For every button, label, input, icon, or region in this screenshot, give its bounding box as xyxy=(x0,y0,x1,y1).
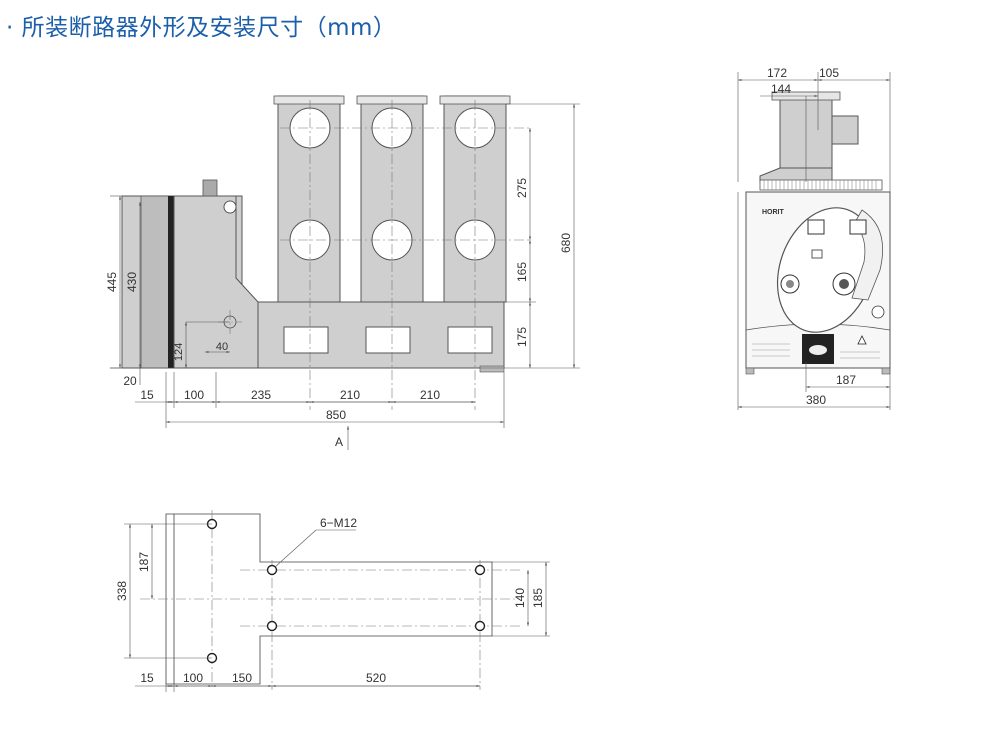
base-dim-187: 187 xyxy=(137,552,151,572)
side-dim-172: 172 xyxy=(767,66,787,80)
base-dim-520: 520 xyxy=(366,671,386,685)
front-window-1 xyxy=(283,326,329,354)
front-view-label-a: A xyxy=(335,435,343,449)
front-dim-124: 124 xyxy=(173,343,185,361)
front-small-circle xyxy=(223,200,237,214)
front-panel-strip xyxy=(140,195,174,369)
front-top-knob xyxy=(202,179,218,197)
side-dim-105: 105 xyxy=(819,66,839,80)
front-window-2 xyxy=(365,326,411,354)
side-view: HORIT 172 105 144 187 3 xyxy=(737,66,891,410)
side-warning-triangle xyxy=(857,335,867,345)
bolt-hole-6 xyxy=(474,620,486,632)
front-foot xyxy=(479,365,505,373)
front-dim-275: 275 xyxy=(515,178,529,198)
side-knob-3 xyxy=(871,305,885,319)
side-dim-187: 187 xyxy=(836,373,856,387)
front-dim-210b: 210 xyxy=(420,388,440,402)
front-window-3 xyxy=(447,326,493,354)
front-dim-20: 20 xyxy=(123,374,137,388)
base-dim-100: 100 xyxy=(183,671,203,685)
front-dim-100: 100 xyxy=(184,388,204,402)
front-dim-175: 175 xyxy=(515,327,529,347)
base-dim-185: 185 xyxy=(531,588,545,608)
side-indicator-3 xyxy=(811,249,823,259)
front-dim-680: 680 xyxy=(559,233,573,253)
side-indicator-2 xyxy=(849,219,867,235)
side-terminal xyxy=(831,115,859,145)
side-vent xyxy=(759,179,883,191)
front-dim-850: 850 xyxy=(326,408,346,422)
base-view: 6−M12 338 187 140 185 15 100 150 520 xyxy=(115,510,550,692)
base-dim-150: 150 xyxy=(232,671,252,685)
bolt-hole-5 xyxy=(474,564,486,576)
base-dim-15: 15 xyxy=(140,671,154,685)
front-dim-210a: 210 xyxy=(340,388,360,402)
front-dim-445: 445 xyxy=(105,272,119,292)
front-dim-15: 15 xyxy=(140,388,154,402)
page-title: · 所装断路器外形及安装尺寸（mm） xyxy=(6,15,397,41)
front-dim-165: 165 xyxy=(515,262,529,282)
front-panel-dark xyxy=(168,196,174,368)
base-bolt-label: 6−M12 xyxy=(320,516,357,530)
front-view: 445 430 124 40 20 15 100 235 210 210 850… xyxy=(105,95,580,450)
bolt-hole-4 xyxy=(266,620,278,632)
side-dim-380: 380 xyxy=(806,393,826,407)
front-dim-235: 235 xyxy=(251,388,271,402)
front-pole-1 xyxy=(273,95,345,303)
side-indicator-1 xyxy=(807,219,825,235)
base-dim-140: 140 xyxy=(513,588,527,608)
front-dim-40: 40 xyxy=(216,341,228,353)
side-brand: HORIT xyxy=(762,209,785,216)
side-dim-144: 144 xyxy=(771,82,791,96)
base-dim-338: 338 xyxy=(115,581,129,601)
front-dim-430: 430 xyxy=(125,272,139,292)
bolt-hole-3 xyxy=(266,564,278,576)
